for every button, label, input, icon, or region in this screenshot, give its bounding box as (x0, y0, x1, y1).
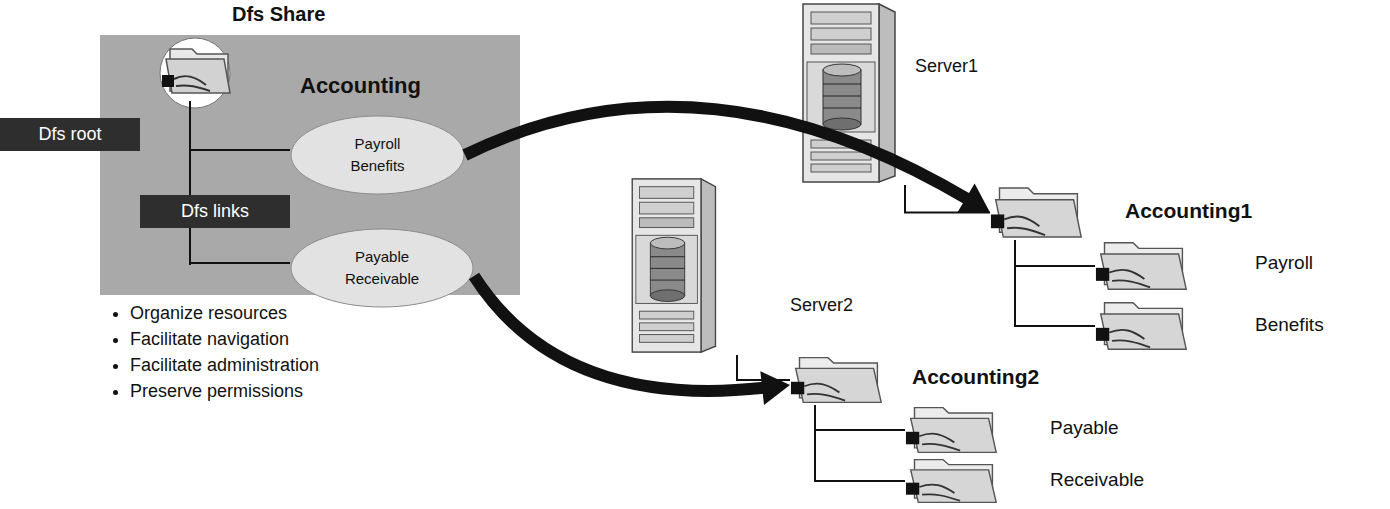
tree-line (1015, 240, 1095, 266)
bullet-point: Preserve permissions (130, 378, 319, 404)
tree-line (1015, 240, 1095, 326)
oval-outline (290, 115, 465, 195)
dfs-link-oval: Payable Receivable (290, 228, 474, 308)
node-label: Payable Receivable (330, 246, 434, 290)
share-folder-icon (990, 185, 1085, 240)
server-icon (625, 175, 720, 355)
bullet-point: Facilitate administration (130, 352, 319, 378)
dfs-link-arrow (465, 107, 990, 213)
folder-label: Accounting1 (1125, 199, 1252, 223)
tree-line (737, 355, 790, 380)
bullet-point: Organize resources (130, 300, 319, 326)
dfs-links-tag: Dfs links (140, 195, 290, 228)
share-folder: Benefits (1095, 300, 1190, 352)
bullet-list: Organize resourcesFacilitate navigationF… (108, 300, 319, 404)
share-folder: Accounting1 (990, 185, 1085, 240)
tree-line (815, 405, 905, 481)
server-label: Server1 (915, 56, 978, 77)
folder-label: Payable (1050, 417, 1119, 439)
share-folder-icon (1095, 240, 1190, 292)
share-folder: Payable (905, 405, 1000, 455)
share-folder: Accounting2 (790, 355, 885, 405)
root-name: Accounting (300, 73, 421, 99)
dfs-link-oval: Payroll Benefits (290, 115, 465, 195)
node-label: Dfs links (181, 201, 249, 222)
folder-label: Accounting2 (912, 365, 1039, 389)
tree-line (815, 405, 905, 430)
dfs-link-arrow (474, 276, 790, 405)
share-folder-icon (790, 355, 885, 405)
panel-heading: Dfs Share (232, 3, 325, 26)
server-label: Server2 (790, 295, 853, 316)
share-folder: Receivable (905, 457, 1000, 505)
node-label: Payroll Benefits (333, 133, 423, 177)
share-folder: Payroll (1095, 240, 1190, 292)
folder-label: Receivable (1050, 469, 1144, 491)
dfs-share-panel: Dfs ShareAccountingDfs rootPayroll Benef… (100, 35, 520, 295)
dfs-root-tag: Dfs root (0, 118, 140, 151)
folder-label: Payroll (1255, 252, 1313, 274)
oval-outline (290, 228, 474, 308)
share-folder-icon (1095, 300, 1190, 352)
share-folder-icon (905, 457, 1000, 505)
server-node: Server2 (625, 175, 720, 355)
share-folder-icon (905, 405, 1000, 455)
node-label: Dfs root (38, 124, 101, 145)
tree-line (905, 185, 990, 213)
bullet-point: Facilitate navigation (130, 326, 319, 352)
folder-label: Benefits (1255, 314, 1324, 336)
